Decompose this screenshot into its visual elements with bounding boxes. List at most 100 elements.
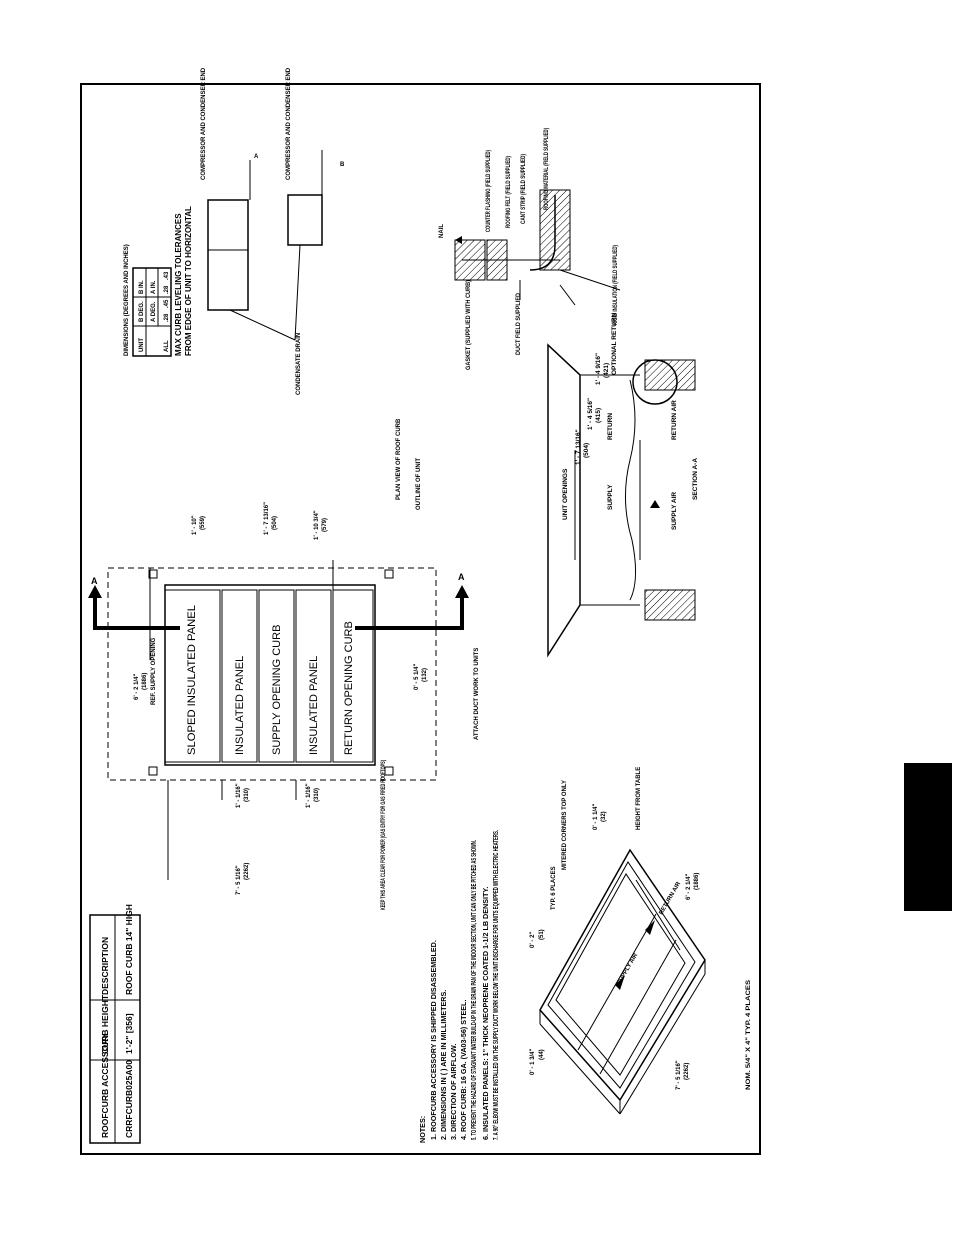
isometric-curb	[539, 848, 706, 1115]
level-condensate: CONDENSATE DRAIN	[296, 333, 302, 395]
section-dim-1: 1' - 7 13/16"	[575, 429, 582, 465]
panel-insulated-2: INSULATED PANEL	[308, 656, 320, 755]
plan-dim-3: 1' - 1/16"	[236, 783, 242, 808]
level-b: B	[340, 162, 345, 168]
table-cell-accessory: CRRFCURB025A00	[124, 1060, 134, 1138]
level-comp-end-1: COMPRESSOR AND CONDENSER END	[201, 67, 207, 180]
iso-dim-3: 0' - 2"	[530, 932, 536, 948]
note-3: 3. DIRECTION OF AIRFLOW.	[449, 1044, 458, 1140]
iso-dim-12: 6' - 2 1/4"	[686, 874, 692, 900]
section-dim-3: 1' - 4 5/16"	[587, 398, 594, 430]
section-title: SECTION A-A	[692, 458, 699, 500]
plan-dim-8: (1886)	[142, 673, 148, 690]
plan-keep-clear: KEEP THIS AREA CLEAR FOR POWER (GAS ENTR…	[381, 760, 387, 910]
detail-roofing-felt: ROOFING FELT (FIELD SUPPLIED)	[506, 156, 512, 228]
plan-view-label: PLAN VIEW OF ROOF CURB	[396, 418, 402, 500]
section-unit-openings: UNIT OPENINGS	[562, 468, 569, 520]
plan-dim-1: 7' - 5 1/16"	[236, 865, 242, 895]
iso-dim-mitered: MITERED CORNERS TOP ONLY	[562, 780, 568, 870]
section-marker-right: A	[458, 572, 465, 582]
detail-counter-flashing: COUNTER FLASHING (FIELD SUPPLIED)	[486, 150, 492, 232]
side-tab	[904, 763, 952, 911]
notes-title: NOTES:	[418, 1116, 427, 1143]
section-return: RETURN	[607, 413, 614, 440]
plan-attach-duct: ATTACH DUCT WORK TO UNITS	[474, 648, 480, 740]
table-cell-height: 1'-2" [356]	[124, 1013, 134, 1054]
iso-dim-2: (44)	[539, 1049, 545, 1060]
plan-dim-6: (310)	[314, 788, 320, 802]
panel-supply-curb: SUPPLY OPENING CURB	[271, 625, 283, 755]
section-a-a	[547, 343, 696, 658]
note-1: 1. ROOFCURB ACCESSORY IS SHIPPED DISASSE…	[429, 940, 438, 1140]
plan-dim-ref: REF. SUPPLY OPENING	[151, 637, 157, 705]
level-a: A	[254, 154, 259, 160]
note-7: 7. A 90° ELBOW MUST BE INSTALLED ON THE …	[491, 830, 500, 1140]
note-6: 6. INSULATED PANELS: 1" THICK NEOPRENE C…	[481, 887, 490, 1140]
level-header-a-in: A IN.	[151, 280, 157, 294]
detail-duct: DUCT FIELD SUPPLIED	[516, 292, 522, 355]
level-header-a-deg: A DEG.	[151, 301, 157, 322]
flashing-detail	[454, 189, 621, 306]
plan-dim-14: 1' - 7 13/16"	[264, 502, 270, 535]
plan-dim-10: 0' - 5 1/4"	[414, 664, 420, 690]
section-dim-5: 1' - 4 9/16"	[595, 353, 602, 385]
level-header-unit: UNIT	[139, 338, 145, 352]
plan-dim-12: 1' - 10"	[192, 515, 198, 535]
table-header-description: DESCRIPTION	[100, 937, 110, 995]
detail-roofing-material: ROOFING MATERIAL (FIELD SUPPLIED)	[544, 128, 550, 210]
iso-dim-nom: NOM. 5/4" X 4" TYP. 4 PLACES	[746, 980, 752, 1090]
note-2: 2. DIMENSIONS IN ( ) ARE IN MILLIMETERS.	[439, 990, 448, 1140]
plan-view	[88, 560, 469, 880]
iso-dim-1: 0' - 1 3/4"	[530, 1049, 536, 1075]
level-cell-a-in: .45	[164, 299, 170, 308]
section-marker-left: A	[91, 576, 98, 586]
level-comp-end-2: COMPRESSOR AND CONDENSER END	[286, 67, 292, 180]
section-supply-air: SUPPLY AIR	[671, 492, 678, 530]
detail-cant-strip: CANT STRIP (FIELD SUPPLIED)	[521, 154, 527, 224]
section-dim-6: (421)	[603, 363, 610, 378]
section-return-air: RETURN AIR	[671, 400, 678, 440]
detail-nail: NAIL	[439, 224, 445, 238]
panel-return-curb: RETURN OPENING CURB	[343, 621, 355, 755]
table-header-accessory: ROOFCURB ACCESSORY	[100, 1033, 110, 1138]
plan-dim-4: (310)	[244, 788, 250, 802]
plan-dim-11: (132)	[422, 668, 428, 682]
section-dim-4: (415)	[595, 408, 602, 423]
plan-outline-label: OUTLINE OF UNIT	[416, 458, 422, 510]
plan-dim-5: 1' - 1/16"	[306, 783, 312, 808]
section-optional-return: OPTIONAL RETURN	[611, 312, 618, 375]
iso-dim-8: (32)	[601, 811, 607, 822]
plan-dim-16: 1' - 10 3/4"	[314, 510, 320, 540]
level-cell-unit: ALL	[164, 340, 170, 352]
level-title-2: FROM EDGE OF UNIT TO HORIZONTAL	[184, 206, 193, 356]
detail-gasket: GASKET (SUPPLIED WITH CURB)	[466, 280, 472, 370]
level-cell-b-deg: .28	[164, 285, 170, 294]
level-caption: DIMENSIONS (DEGREES AND INCHES)	[124, 244, 130, 356]
iso-dim-4: (51)	[539, 929, 545, 940]
section-supply: SUPPLY	[607, 484, 614, 510]
level-cell-a-deg: .28	[164, 313, 170, 322]
level-header-b-in: B IN.	[139, 280, 145, 294]
accessory-table	[89, 914, 141, 1144]
iso-dim-typ: TYP. 6 PLACES	[551, 866, 557, 910]
leveling-table	[132, 150, 323, 357]
level-cell-b-in: .43	[164, 271, 170, 280]
plan-dim-7: 6' - 2 1/4"	[134, 674, 140, 700]
iso-dim-11: (2262)	[684, 1063, 690, 1080]
plan-dim-2: (2262)	[244, 863, 250, 880]
iso-dim-7: 0' - 1 1/4"	[593, 804, 599, 830]
iso-dim-10: 7' - 5 1/16"	[676, 1060, 682, 1090]
note-5: 5. TO PREVENT THE HAZARD OF STAGNANT WAT…	[469, 840, 478, 1140]
plan-dim-17: (579)	[322, 518, 328, 532]
level-header-b-deg: B DEG.	[139, 301, 145, 322]
plan-dim-13: (559)	[200, 516, 206, 530]
level-title-1: MAX CURB LEVELING TOLERANCES	[174, 213, 183, 356]
iso-dim-13: (1886)	[694, 873, 700, 890]
panel-sloped: SLOPED INSULATED PANEL	[186, 605, 198, 755]
table-cell-description: ROOF CURB 14" HIGH	[124, 904, 134, 995]
iso-label-supply: SUPPLY AIR	[617, 952, 640, 986]
detail-rigid-insulation: RIGID INSULATION (FIELD SUPPLIED)	[613, 245, 619, 325]
iso-dim-height: HEIGHT FROM TABLE	[636, 767, 642, 830]
panel-insulated-1: INSULATED PANEL	[234, 656, 246, 755]
